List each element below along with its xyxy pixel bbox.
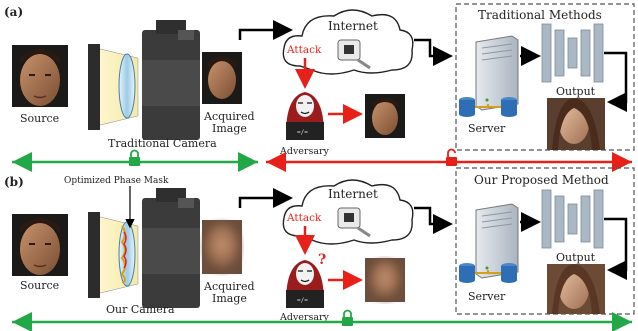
stolen-blur-image-b <box>365 258 405 302</box>
camera-label-b: Our Camera <box>106 303 175 316</box>
output-face-image-b <box>547 264 605 314</box>
acquired-label-a2: Image <box>212 122 247 135</box>
internet-label-a: Internet <box>328 19 378 33</box>
source-face-image <box>12 45 68 107</box>
hacker-icon: =/= <box>286 92 324 140</box>
attack-label-b: Attack <box>286 212 322 224</box>
unlock-icon <box>446 148 457 166</box>
neural-network-icon <box>541 189 604 249</box>
adversary-label-a: Adversary <box>279 146 330 157</box>
output-label-b: Output <box>556 251 596 264</box>
source-label-a: Source <box>20 112 59 125</box>
lock-icon <box>342 309 353 326</box>
hacker-icon: =/= <box>286 260 324 308</box>
camera-icon <box>88 186 200 308</box>
panel-a-tag: (a) <box>4 5 23 19</box>
ethernet-port-icon <box>337 39 371 70</box>
lock-icon <box>129 149 140 166</box>
phase-mask-icon <box>120 225 126 283</box>
source-label-b: Source <box>20 279 59 292</box>
traditional-methods-box <box>455 3 635 151</box>
stolen-face-image-a <box>365 94 405 138</box>
database-icon <box>459 263 517 283</box>
phase-mask-label: Optimized Phase Mask <box>64 176 169 186</box>
lens-icon <box>118 53 136 119</box>
svg-text:=/=: =/= <box>297 129 308 136</box>
server-label-a: Server <box>468 122 506 135</box>
methods-title-a: Traditional Methods <box>478 8 602 22</box>
source-face-image-b <box>12 214 68 276</box>
acquired-label-a1: Acquired <box>203 110 255 123</box>
neural-network-icon <box>541 23 604 83</box>
server-label-b: Server <box>468 290 506 303</box>
database-icon <box>459 97 517 117</box>
camera-label-a: Traditional Camera <box>108 137 217 150</box>
lens-icon <box>118 221 136 287</box>
acquired-blur-image <box>202 220 242 274</box>
acquired-label-b2: Image <box>212 292 247 305</box>
acquired-image-a <box>202 52 242 104</box>
output-label-a: Output <box>556 85 596 98</box>
acquired-label-b1: Acquired <box>203 280 255 293</box>
svg-text:=/=: =/= <box>297 297 308 304</box>
internet-label-b: Internet <box>328 187 378 201</box>
ethernet-port-icon <box>337 207 371 238</box>
camera-icon <box>88 20 200 140</box>
server-icon <box>475 35 519 111</box>
attack-label-a: Attack <box>286 44 322 56</box>
panel-b: (b) Optimized Phase Mask Source Our Came… <box>4 167 635 331</box>
methods-title-b: Our Proposed Method <box>474 173 609 187</box>
question-icon: ? <box>318 252 326 268</box>
output-face-image-a <box>547 98 605 150</box>
panel-a: (a) Source Traditional Camera Acqui <box>4 3 635 172</box>
panel-b-tag: (b) <box>4 175 24 189</box>
